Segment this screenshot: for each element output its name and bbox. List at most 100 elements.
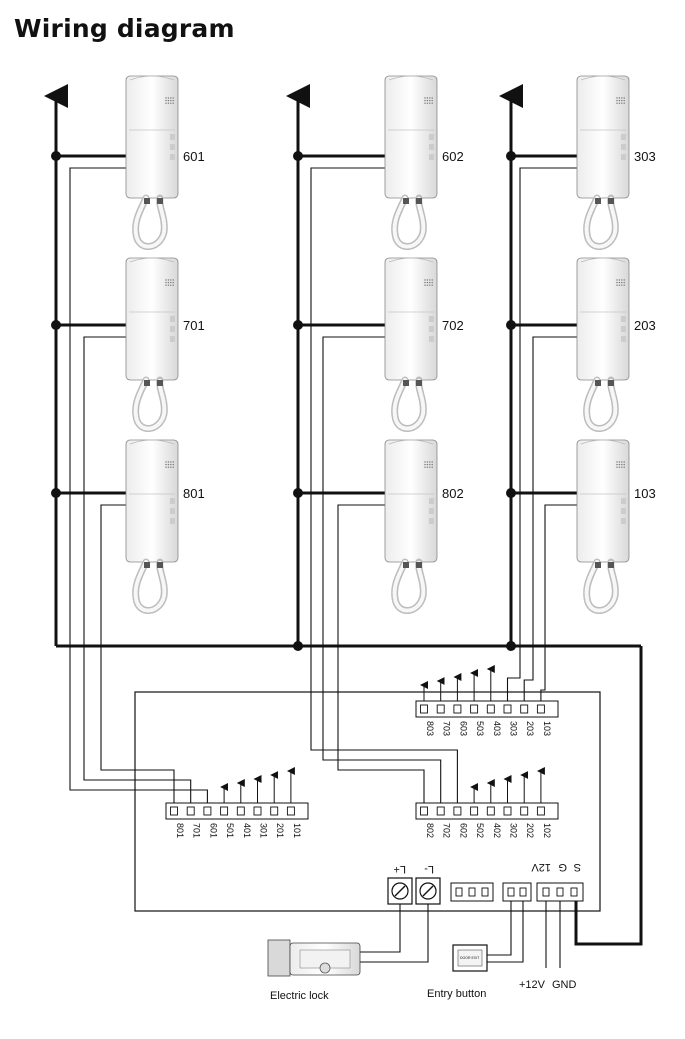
- lock-terminal-label: L-: [424, 863, 434, 875]
- grille-dot: [424, 284, 426, 286]
- grille-dot: [424, 461, 426, 463]
- grille-dot: [172, 102, 174, 104]
- grille-dot: [170, 97, 172, 99]
- cord-plug: [595, 198, 601, 204]
- grille-dot: [165, 99, 167, 102]
- grille-dot: [616, 466, 618, 468]
- grille-dot: [623, 466, 625, 468]
- unit-label: 801: [183, 486, 205, 501]
- cord-plug: [608, 562, 614, 568]
- grille-dot: [618, 99, 621, 102]
- side-button: [170, 498, 175, 504]
- grille-dot: [424, 463, 426, 466]
- side-button: [429, 336, 434, 342]
- terminal-screw: [486, 806, 495, 816]
- grille-dot: [167, 281, 170, 284]
- bus-junction: [293, 151, 303, 161]
- handset-wire: [69, 167, 208, 807]
- terminal-label: 701: [192, 823, 202, 838]
- grille-dot: [623, 99, 625, 102]
- bus-junction: [506, 488, 516, 498]
- grille-dot: [170, 466, 172, 468]
- coiled-cord-highlight: [584, 196, 618, 249]
- grille-dot: [170, 279, 172, 281]
- terminal-screw: [520, 806, 529, 816]
- gnd-label: GND: [552, 979, 577, 991]
- side-button: [621, 508, 626, 514]
- cord-plug: [608, 380, 614, 386]
- side-button: [429, 134, 434, 140]
- grille-dot: [618, 466, 621, 468]
- terminal-screw: [470, 806, 479, 816]
- grille-dot: [616, 97, 618, 99]
- grille-dot: [621, 281, 623, 284]
- grille-dot: [621, 102, 623, 104]
- terminal-screw: [270, 806, 279, 816]
- grille-dot: [618, 461, 621, 463]
- side-button: [621, 134, 626, 140]
- grille-dot: [170, 284, 172, 286]
- terminal-screw: [186, 806, 195, 816]
- power-label-s: S: [574, 861, 581, 873]
- terminal-screw: [503, 704, 512, 714]
- grille-dot: [165, 463, 167, 466]
- grille-dot: [618, 463, 621, 466]
- side-button: [429, 326, 434, 332]
- handset-wire: [337, 504, 425, 807]
- grille-dot: [426, 284, 429, 286]
- grille-dot: [172, 284, 174, 286]
- grille-dot: [426, 102, 429, 104]
- power-pin: [570, 887, 578, 897]
- terminal-screw: [203, 806, 212, 816]
- grille-dot: [424, 466, 426, 468]
- grille-dot: [167, 99, 170, 102]
- terminal-screw: [536, 806, 545, 816]
- wiring: [44, 84, 643, 968]
- grille-dot: [167, 461, 170, 463]
- electric-lock: [267, 939, 361, 977]
- grille-dot: [623, 284, 625, 286]
- cord-plug: [403, 380, 409, 386]
- terminal-screw: [453, 704, 462, 714]
- grille-dot: [165, 466, 167, 468]
- terminal-label: 601: [208, 823, 218, 838]
- grille-dot: [623, 281, 625, 284]
- grille-dot: [621, 466, 623, 468]
- side-button: [170, 144, 175, 150]
- side-button: [429, 508, 434, 514]
- grille-dot: [424, 97, 426, 99]
- grille-dot: [623, 461, 625, 463]
- side-button: [170, 316, 175, 322]
- intercom-handset: [384, 439, 438, 614]
- grille-dot: [426, 463, 429, 466]
- intercom-handset: [125, 257, 179, 432]
- terminal-label: 102: [542, 823, 552, 838]
- side-button: [621, 144, 626, 150]
- unit-label: 802: [442, 486, 464, 501]
- handset-top-curve: [129, 439, 175, 445]
- unit-label: 701: [183, 318, 205, 333]
- unit-label: 303: [634, 149, 656, 164]
- grille-dot: [426, 466, 429, 468]
- entry-wire: [487, 896, 512, 956]
- cord-plug: [608, 198, 614, 204]
- unit-label: 602: [442, 149, 464, 164]
- grille-dot: [429, 279, 431, 281]
- entry-connector: [502, 882, 532, 902]
- terminal-screw: [170, 806, 178, 816]
- grille-dot: [424, 102, 426, 104]
- side-button: [170, 154, 175, 160]
- grille-dot: [618, 279, 621, 281]
- grille-dot: [431, 284, 433, 286]
- handset-wire: [310, 167, 458, 807]
- grille-dot: [429, 461, 431, 463]
- lock-plate: [267, 939, 291, 977]
- grille-dot: [621, 461, 623, 463]
- grille-dot: [431, 466, 433, 468]
- grille-dot: [172, 466, 174, 468]
- terminal-screw: [253, 806, 262, 816]
- entry-button: DOOR EXIT: [452, 944, 488, 972]
